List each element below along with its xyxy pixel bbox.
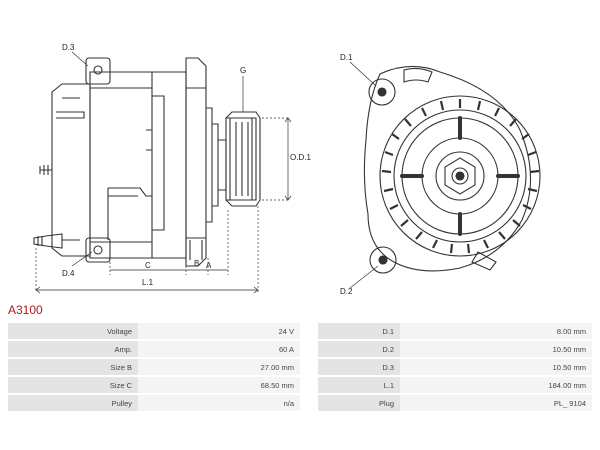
label-d3: D.3 — [62, 43, 75, 52]
spec-key: Pulley — [8, 395, 138, 411]
spec-key: Size B — [8, 359, 138, 375]
spec-value: 10.50 mm — [400, 341, 592, 357]
spec-value: 10.50 mm — [400, 359, 592, 375]
front-view-dim-marks — [349, 61, 379, 289]
spec-gap — [300, 377, 318, 393]
label-od1: O.D.1 — [290, 153, 311, 162]
front-view-labels: D.1 D.2 — [340, 53, 353, 296]
technical-drawing: D.3 G O.D.1 D.4 C B A L.1 — [33, 43, 541, 296]
spec-key: D.1 — [318, 323, 400, 339]
label-a: A — [206, 261, 212, 270]
spec-key: Amp. — [8, 341, 138, 357]
label-b: B — [194, 259, 199, 268]
spec-gap — [300, 359, 318, 375]
label-g: G — [240, 66, 246, 75]
side-dimensions — [35, 51, 292, 294]
spec-gap — [300, 323, 318, 339]
label-d2: D.2 — [340, 287, 353, 296]
spec-key: D.3 — [318, 359, 400, 375]
spec-key: Voltage — [8, 323, 138, 339]
product-code: A3100 — [8, 303, 43, 317]
label-l1: L.1 — [142, 278, 154, 287]
spec-key: Plug — [318, 395, 400, 411]
spec-value: 184.00 mm — [400, 377, 592, 393]
front-view — [363, 65, 541, 274]
inner-spokes — [400, 116, 520, 236]
side-view-dim-marks: D.3 G O.D.1 D.4 C B A L.1 — [62, 43, 311, 287]
label-d1: D.1 — [340, 53, 353, 62]
spec-key: L.1 — [318, 377, 400, 393]
label-c: C — [145, 261, 151, 270]
spec-gap — [300, 341, 318, 357]
spec-value: 24 V — [138, 323, 300, 339]
spec-gap — [300, 395, 318, 411]
spec-key: Size C — [8, 377, 138, 393]
side-view — [33, 57, 261, 267]
spec-value: 60 A — [138, 341, 300, 357]
spec-value: 8.00 mm — [400, 323, 592, 339]
spec-key: D.2 — [318, 341, 400, 357]
spec-value: PL_ 9104 — [400, 395, 592, 411]
spec-value: 27.00 mm — [138, 359, 300, 375]
vent-slots — [381, 99, 540, 254]
spec-value: 68.50 mm — [138, 377, 300, 393]
spec-value: n/a — [138, 395, 300, 411]
label-d4: D.4 — [62, 269, 75, 278]
